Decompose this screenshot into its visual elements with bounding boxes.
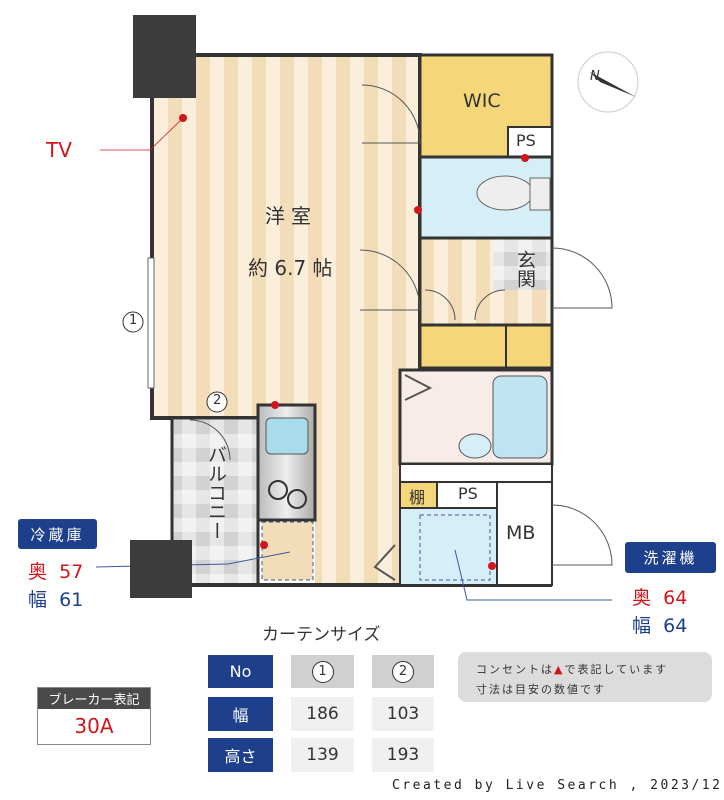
fridge-width: 幅 61 bbox=[28, 585, 83, 612]
bathtub bbox=[492, 375, 548, 459]
front-door bbox=[551, 247, 613, 309]
no-1: 1 bbox=[311, 660, 334, 683]
toilet-icon bbox=[476, 175, 534, 211]
washer-depth: 奥 64 bbox=[632, 583, 687, 610]
door bbox=[359, 249, 421, 311]
washer-title: 洗濯機 bbox=[625, 542, 716, 573]
outlet-icon: ▲ bbox=[554, 663, 565, 676]
genkan bbox=[493, 240, 550, 290]
tv-label: TV bbox=[46, 138, 72, 162]
no-2: 2 bbox=[392, 660, 414, 683]
compass-icon bbox=[577, 51, 639, 113]
mb-label: MB bbox=[506, 522, 536, 544]
room-name: 洋室 bbox=[265, 204, 317, 228]
note-line2: 寸法は目安の数値です bbox=[476, 683, 606, 696]
genkan-label: 玄関 bbox=[514, 250, 536, 288]
shelf-label: 棚 bbox=[409, 488, 426, 507]
height-1: 139 bbox=[291, 738, 354, 772]
breaker-title: ブレーカー表記 bbox=[38, 688, 150, 709]
ps-label: PS bbox=[516, 131, 536, 150]
note-box: コンセントは▲で表記しています 寸法は目安の数値です bbox=[458, 652, 712, 702]
fridge-depth: 奥 57 bbox=[28, 557, 83, 584]
door bbox=[361, 84, 421, 144]
shoe-storage bbox=[418, 323, 554, 370]
no-cell: 2 bbox=[372, 655, 434, 688]
width-label: 幅 bbox=[632, 615, 652, 637]
breaker-value: 30A bbox=[74, 714, 114, 738]
fridge-space bbox=[261, 521, 314, 581]
washer-width: 幅 64 bbox=[632, 611, 687, 638]
ps-label: PS bbox=[458, 484, 478, 503]
fridge-title: 冷蔵庫 bbox=[18, 519, 97, 549]
western-room bbox=[150, 53, 422, 420]
width-2: 103 bbox=[372, 697, 434, 731]
header-height: 高さ bbox=[208, 738, 273, 772]
pillar bbox=[130, 540, 192, 598]
meter-box bbox=[496, 481, 553, 586]
curtain-title: カーテンサイズ bbox=[262, 625, 381, 645]
room-size: 約 6.7 帖 bbox=[248, 256, 333, 280]
header-width: 幅 bbox=[208, 697, 273, 731]
width-value: 61 bbox=[59, 589, 84, 611]
window-1-label: 1 bbox=[129, 313, 138, 328]
depth-label: 奥 bbox=[632, 587, 652, 609]
depth-value: 57 bbox=[59, 561, 84, 583]
door bbox=[551, 504, 613, 566]
breaker-box: ブレーカー表記 30A bbox=[37, 687, 151, 745]
pillar bbox=[133, 15, 196, 98]
stove-burner bbox=[268, 480, 288, 500]
depth-label: 奥 bbox=[28, 561, 48, 583]
sink bbox=[265, 417, 309, 455]
width-label: 幅 bbox=[28, 589, 48, 611]
window-1[interactable] bbox=[147, 257, 155, 389]
no-cell: 1 bbox=[291, 655, 354, 688]
balcony-label: バルコニー bbox=[205, 445, 227, 540]
width-value: 64 bbox=[663, 615, 688, 637]
pipe-space bbox=[507, 126, 553, 158]
window-2-label: 2 bbox=[213, 393, 222, 408]
width-1: 186 bbox=[291, 697, 354, 731]
laundry-space bbox=[399, 507, 498, 586]
hallway bbox=[315, 405, 400, 585]
note-line1-pre: コンセントは bbox=[476, 663, 554, 676]
note-line1-post: で表記しています bbox=[564, 663, 669, 676]
credit: Created by Live Search , 2023/12 bbox=[392, 778, 723, 793]
washbasin bbox=[458, 433, 492, 459]
stove-burner bbox=[287, 489, 307, 509]
pipe-space bbox=[436, 481, 498, 509]
door bbox=[189, 419, 231, 461]
height-2: 193 bbox=[372, 738, 434, 772]
wic-label: WIC bbox=[463, 90, 501, 112]
svg-text:N: N bbox=[590, 69, 600, 84]
depth-value: 64 bbox=[663, 587, 688, 609]
header-no: No bbox=[208, 655, 273, 688]
